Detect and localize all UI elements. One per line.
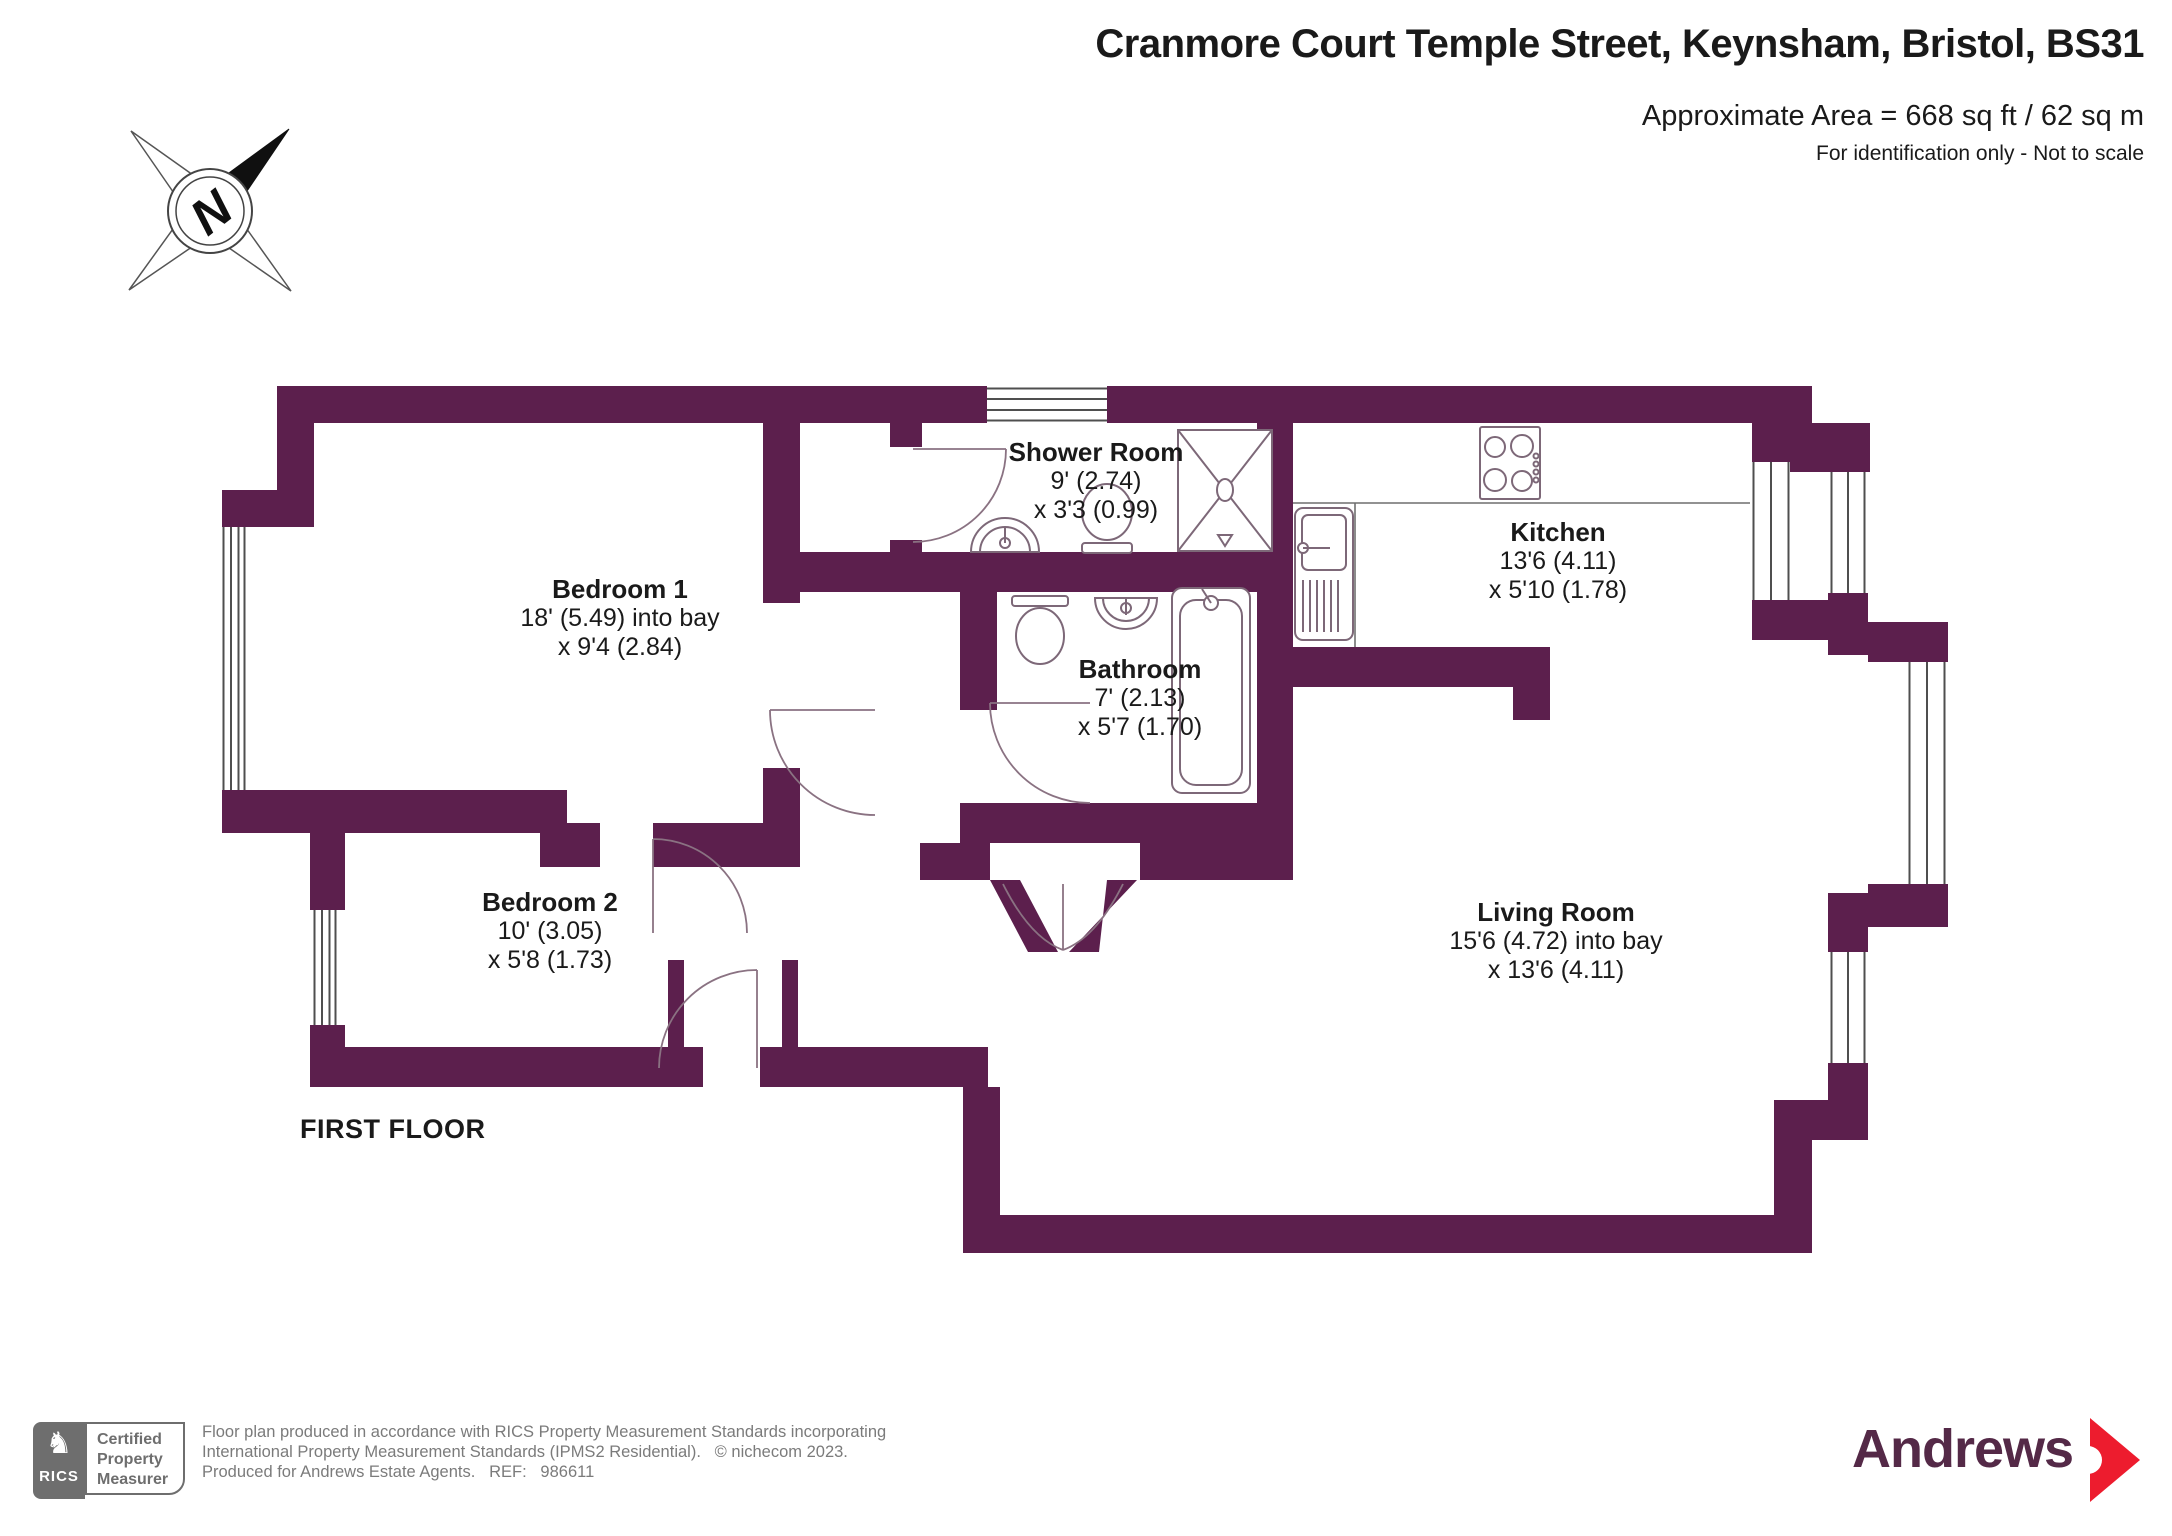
badge-line: Certified bbox=[97, 1431, 162, 1448]
andrews-logo-text: Andrews bbox=[1852, 1419, 2074, 1479]
hob-icon bbox=[1479, 426, 1541, 500]
double-doors-living-room bbox=[1002, 883, 1124, 951]
approximate-area: Approximate Area = 668 sq ft / 62 sq m bbox=[1641, 100, 2144, 132]
door-bathroom bbox=[989, 702, 1091, 804]
rics-label: RICS bbox=[39, 1468, 79, 1485]
doors bbox=[652, 448, 1124, 1069]
room-label-bedroom-2: Bedroom 2 10' (3.05) x 5'8 (1.73) bbox=[482, 888, 618, 975]
door-entrance bbox=[658, 969, 758, 1069]
room-name: Bathroom bbox=[1078, 654, 1202, 684]
legal-line: Floor plan produced in accordance with R… bbox=[202, 1423, 887, 1441]
shower-tray-icon bbox=[1177, 429, 1273, 552]
window-bedroom2 bbox=[313, 910, 337, 1025]
window-living-upper bbox=[1830, 472, 1866, 593]
room-name: Living Room bbox=[1477, 897, 1635, 927]
room-label-shower-room: Shower Room 9' (2.74) x 3'3 (0.99) bbox=[1009, 438, 1184, 525]
room-dims: 15'6 (4.72) into bay bbox=[1449, 927, 1663, 955]
bathroom-toilet-icon bbox=[1011, 595, 1069, 665]
footer: ♞ RICS Certified Property Measurer Floor… bbox=[0, 1410, 2172, 1520]
shower-toilet-icon bbox=[1081, 483, 1133, 554]
fixtures bbox=[969, 426, 1750, 794]
room-dims: x 9'4 (2.84) bbox=[557, 633, 683, 661]
room-label-kitchen: Kitchen 13'6 (4.11) x 5'10 (1.78) bbox=[1489, 518, 1627, 605]
room-dims: 10' (3.05) bbox=[497, 917, 603, 945]
certified-property-measurer-badge: Certified Property Measurer bbox=[85, 1422, 185, 1495]
badge-line: Measurer bbox=[97, 1471, 169, 1488]
kitchen-sink-icon bbox=[1294, 507, 1354, 641]
shower-sink-icon bbox=[969, 517, 1041, 553]
room-dims: x 3'3 (0.99) bbox=[1033, 496, 1159, 524]
room-dims: x 5'7 (1.70) bbox=[1077, 713, 1203, 741]
rics-lion-icon: ♞ bbox=[45, 1427, 73, 1460]
window-living-bay bbox=[1908, 662, 1946, 884]
door-bedroom1 bbox=[769, 709, 876, 816]
room-dims: x 13'6 (4.11) bbox=[1487, 956, 1625, 984]
room-dims: 13'6 (4.11) bbox=[1499, 547, 1617, 575]
rics-badge: ♞ RICS bbox=[33, 1422, 85, 1499]
room-dims: x 5'8 (1.73) bbox=[487, 946, 613, 974]
page-title: Cranmore Court Temple Street, Keynsham, … bbox=[1095, 22, 2144, 66]
andrews-arrow-icon bbox=[2082, 1418, 2140, 1502]
door-shower-room bbox=[912, 448, 1007, 543]
door-bedroom2 bbox=[652, 838, 748, 934]
room-dims: 9' (2.74) bbox=[1050, 467, 1142, 495]
room-dims: x 5'10 (1.78) bbox=[1488, 576, 1628, 604]
room-label-bathroom: Bathroom 7' (2.13) x 5'7 (1.70) bbox=[1078, 655, 1202, 742]
room-name: Shower Room bbox=[1008, 437, 1184, 467]
room-name: Kitchen bbox=[1510, 517, 1606, 547]
andrews-logo: Andrews bbox=[1852, 1418, 2074, 1480]
room-label-bedroom-1: Bedroom 1 18' (5.49) into bay x 9'4 (2.8… bbox=[520, 575, 719, 662]
kitchen-counter-lines bbox=[1293, 502, 1750, 647]
windows bbox=[222, 386, 1946, 1063]
window-bedroom1-bay bbox=[222, 527, 246, 790]
room-name: Bedroom 1 bbox=[552, 574, 688, 604]
window-top bbox=[987, 386, 1107, 423]
walls bbox=[222, 386, 1948, 1253]
scale-note: For identification only - Not to scale bbox=[1816, 142, 2144, 165]
room-dims: 18' (5.49) into bay bbox=[520, 604, 720, 632]
floor-title: FIRST FLOOR bbox=[300, 1114, 486, 1144]
legal-text: Floor plan produced in accordance with R… bbox=[202, 1422, 886, 1482]
window-living-lower bbox=[1830, 952, 1866, 1063]
compass-rose: N bbox=[128, 128, 292, 292]
room-label-living-room: Living Room 15'6 (4.72) into bay x 13'6 … bbox=[1449, 898, 1662, 985]
window-kitchen-right bbox=[1752, 462, 1790, 600]
bathroom-sink-icon bbox=[1093, 597, 1159, 630]
bathtub-icon bbox=[1171, 587, 1251, 794]
entry-splay-left bbox=[990, 880, 1058, 952]
legal-line: Produced for Andrews Estate Agents. REF:… bbox=[202, 1463, 595, 1481]
room-dims: 7' (2.13) bbox=[1094, 684, 1186, 712]
room-name: Bedroom 2 bbox=[482, 887, 618, 917]
badge-line: Property bbox=[97, 1451, 163, 1468]
legal-line: International Property Measurement Stand… bbox=[202, 1443, 848, 1461]
